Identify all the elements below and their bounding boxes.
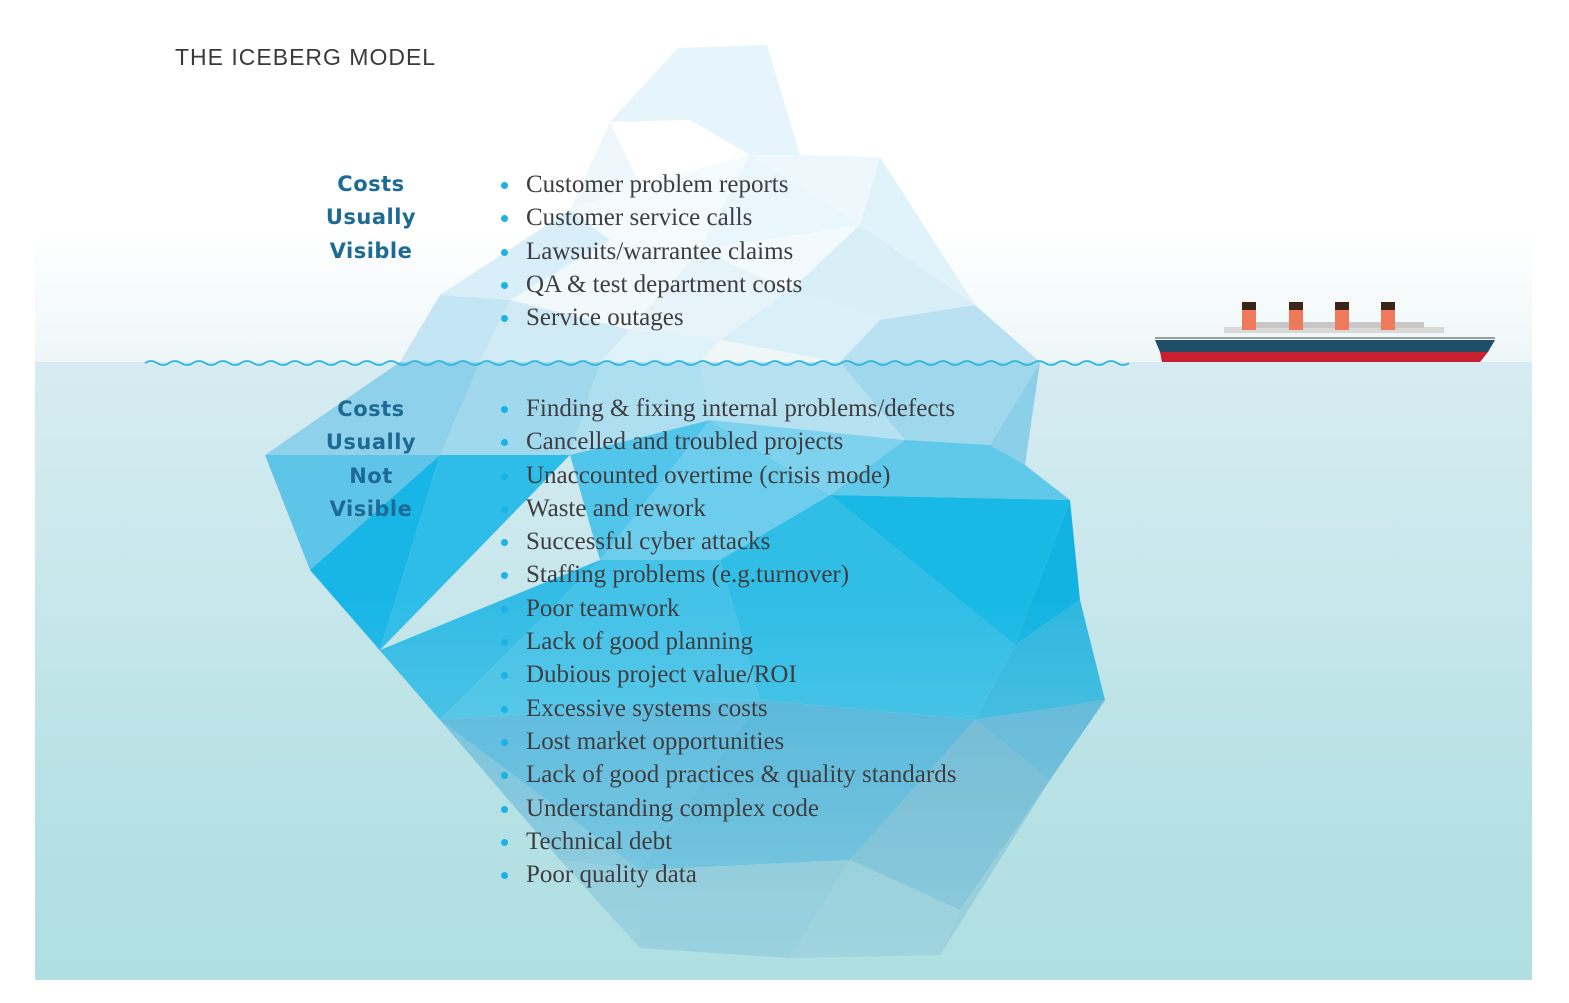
- visible-costs-list: Customer problem reports Customer servic…: [499, 168, 802, 334]
- list-item: Lawsuits/warrantee claims: [499, 235, 802, 268]
- waterline: [144, 360, 1130, 366]
- list-item: Waste and rework: [499, 492, 956, 525]
- iceberg-top: [400, 45, 1040, 362]
- list-item: Technical debt: [499, 825, 956, 858]
- list-item: Finding & fixing internal problems/defec…: [499, 392, 956, 425]
- heading-line: Costs: [337, 172, 405, 196]
- depth-fade: [35, 600, 1532, 980]
- list-item: Customer problem reports: [499, 168, 802, 201]
- heading-line: Visible: [329, 497, 413, 522]
- heading-line: Visible: [329, 238, 413, 263]
- ship-icon: [1155, 302, 1495, 362]
- visible-costs-heading: Costs Usually Visible: [316, 168, 426, 268]
- list-item: Understanding complex code: [499, 792, 956, 825]
- list-item: Lack of good planning: [499, 625, 956, 658]
- list-item: Service outages: [499, 301, 802, 334]
- list-item: Cancelled and troubled projects: [499, 425, 956, 458]
- list-item: Excessive systems costs: [499, 692, 956, 725]
- hidden-costs-list: Finding & fixing internal problems/defec…: [499, 392, 956, 891]
- list-item: Successful cyber attacks: [499, 525, 956, 558]
- list-item: Lack of good practices & quality standar…: [499, 758, 956, 791]
- hidden-costs-heading: Costs Usually Not Visible: [316, 393, 426, 527]
- list-item: Dubious project value/ROI: [499, 658, 956, 691]
- list-item: Staffing problems (e.g.turnover): [499, 558, 956, 591]
- heading-line: Usually: [325, 430, 417, 455]
- list-item: Poor teamwork: [499, 592, 956, 625]
- heading-line: Usually: [325, 205, 417, 230]
- list-item: Lost market opportunities: [499, 725, 956, 758]
- list-item: QA & test department costs: [499, 268, 802, 301]
- diagram-title: THE ICEBERG MODEL: [175, 44, 437, 70]
- heading-line: Not: [349, 463, 393, 488]
- list-item: Poor quality data: [499, 858, 956, 891]
- heading-line: Costs: [337, 397, 405, 421]
- list-item: Customer service calls: [499, 201, 802, 234]
- list-item: Unaccounted overtime (crisis mode): [499, 459, 956, 492]
